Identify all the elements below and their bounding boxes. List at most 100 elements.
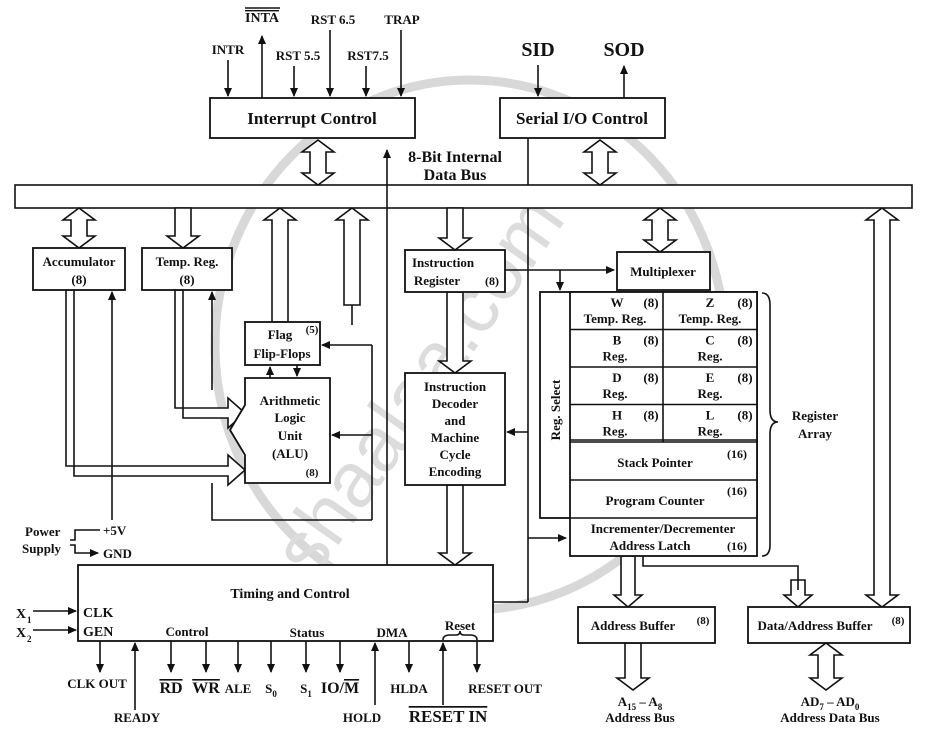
pin-ale: ALE bbox=[225, 641, 251, 696]
register-label: (8) bbox=[737, 295, 752, 310]
register-label: D bbox=[612, 370, 621, 385]
svg-text:Timing and Control: Timing and Control bbox=[230, 587, 349, 602]
svg-text:Reset: Reset bbox=[445, 618, 476, 633]
svg-text:Data Bus: Data Bus bbox=[424, 167, 487, 184]
register-label: (8) bbox=[643, 408, 658, 423]
svg-text:X: X bbox=[16, 607, 26, 622]
register-label: Reg. bbox=[698, 349, 723, 364]
register-label: (8) bbox=[643, 333, 658, 348]
register-label: (8) bbox=[737, 333, 752, 348]
accumulator-alu-path bbox=[65, 289, 247, 487]
intr-label: INTR bbox=[212, 42, 245, 57]
flag-flip-flops: Flag Flip-Flops (5) bbox=[244, 305, 372, 378]
svg-text:RESET OUT: RESET OUT bbox=[468, 681, 542, 696]
svg-text:(8): (8) bbox=[179, 272, 194, 287]
svg-text:Logic: Logic bbox=[274, 410, 305, 425]
svg-text:Flag: Flag bbox=[268, 327, 293, 342]
svg-text:(5): (5) bbox=[306, 324, 319, 336]
instruction-decoder: Instruction Decoder and Machine Cycle En… bbox=[404, 372, 567, 542]
svg-text:Array: Array bbox=[798, 426, 832, 441]
svg-text:WR: WR bbox=[192, 680, 220, 697]
svg-text:(16): (16) bbox=[727, 484, 747, 498]
tempreg-alu-path bbox=[174, 289, 247, 430]
register-label: H bbox=[612, 408, 622, 423]
svg-text:READY: READY bbox=[114, 710, 161, 725]
pin-clk-out: CLK OUT bbox=[67, 641, 127, 691]
svg-text:RD: RD bbox=[159, 680, 182, 697]
register-label: (8) bbox=[643, 370, 658, 385]
decoder-timing-arrow bbox=[436, 484, 474, 566]
svg-text:AD7 – AD0: AD7 – AD0 bbox=[801, 694, 860, 712]
pin-s1: S1 bbox=[300, 641, 312, 699]
svg-text:Machine: Machine bbox=[431, 430, 480, 445]
svg-text:(16): (16) bbox=[727, 539, 747, 553]
latch-data-buffer-arrow bbox=[781, 579, 815, 609]
rst75-label: RST7.5 bbox=[347, 48, 389, 63]
svg-text:(8): (8) bbox=[892, 615, 905, 627]
svg-text:RESET IN: RESET IN bbox=[409, 707, 488, 726]
temp-register: Temp. Reg. (8) bbox=[141, 247, 233, 390]
svg-text:(8): (8) bbox=[71, 272, 86, 287]
svg-text:Address Buffer: Address Buffer bbox=[591, 618, 676, 633]
register-label: Reg. bbox=[603, 386, 628, 401]
svg-text:(16): (16) bbox=[727, 447, 747, 461]
serial-bus-arrow bbox=[581, 139, 619, 186]
svg-text:Unit: Unit bbox=[278, 428, 303, 443]
register-label: Reg. bbox=[603, 424, 628, 439]
svg-text:Control: Control bbox=[165, 624, 208, 639]
register-label: Temp. Reg. bbox=[584, 311, 647, 326]
svg-text:Flip-Flops: Flip-Flops bbox=[253, 346, 310, 361]
register-label: L bbox=[706, 408, 715, 423]
svg-text:2: 2 bbox=[27, 634, 32, 644]
svg-text:(8): (8) bbox=[697, 615, 710, 627]
power-supply: Power Supply +5V GND bbox=[22, 523, 132, 561]
register-label: Reg. bbox=[603, 349, 628, 364]
svg-text:Multiplexer: Multiplexer bbox=[630, 264, 696, 279]
register-label: B bbox=[613, 333, 622, 348]
latch-address-buffer-arrow bbox=[611, 555, 645, 609]
register-label: C bbox=[705, 333, 714, 348]
accumulator-bus-arrow bbox=[60, 207, 98, 249]
svg-text:X: X bbox=[16, 626, 26, 641]
pin-wr: WR bbox=[192, 641, 220, 697]
rst65-label: RST 6.5 bbox=[311, 12, 356, 27]
svg-text:Incrementer/Decrementer: Incrementer/Decrementer bbox=[591, 521, 736, 536]
serial-io-control: Serial I/O Control SID SOD bbox=[493, 39, 666, 603]
register-label: W bbox=[611, 295, 624, 310]
svg-text:HLDA: HLDA bbox=[390, 681, 428, 696]
svg-text:Encoding: Encoding bbox=[429, 464, 482, 479]
svg-text:SID: SID bbox=[521, 39, 554, 61]
svg-text:Power: Power bbox=[25, 524, 61, 539]
register-label: Temp. Reg. bbox=[679, 311, 742, 326]
accumulator: Accumulator (8) bbox=[32, 247, 126, 520]
svg-text:DMA: DMA bbox=[376, 625, 408, 640]
multiplexer: Multiplexer bbox=[616, 251, 711, 291]
register-label: (8) bbox=[737, 408, 752, 423]
svg-text:(8): (8) bbox=[306, 467, 319, 479]
svg-text:Address Latch: Address Latch bbox=[609, 538, 691, 553]
svg-text:Cycle: Cycle bbox=[439, 447, 470, 462]
svg-text:Arithmetic: Arithmetic bbox=[260, 393, 321, 408]
pin-rd: RD bbox=[159, 641, 183, 697]
register-label: Reg. bbox=[698, 424, 723, 439]
interrupt-control: Interrupt Control INTR INTA RST 5.5 RST … bbox=[209, 7, 420, 139]
interrupt-bus-arrow bbox=[299, 139, 337, 186]
alu-bus-arrow bbox=[333, 207, 371, 306]
svg-text:Register: Register bbox=[414, 273, 460, 288]
svg-text:Instruction: Instruction bbox=[412, 255, 475, 270]
svg-text:GND: GND bbox=[103, 546, 132, 561]
svg-text:Temp. Reg.: Temp. Reg. bbox=[156, 254, 219, 269]
svg-text:IO/M: IO/M bbox=[321, 680, 359, 697]
svg-text:Program Counter: Program Counter bbox=[605, 493, 704, 508]
address-bus-out-arrow bbox=[614, 642, 652, 691]
svg-text:GEN: GEN bbox=[83, 625, 113, 640]
data-address-bus-arrow bbox=[863, 207, 901, 608]
svg-text:(8): (8) bbox=[485, 274, 499, 288]
svg-text:Supply: Supply bbox=[22, 541, 62, 556]
svg-text:8-Bit Internal: 8-Bit Internal bbox=[408, 149, 502, 166]
